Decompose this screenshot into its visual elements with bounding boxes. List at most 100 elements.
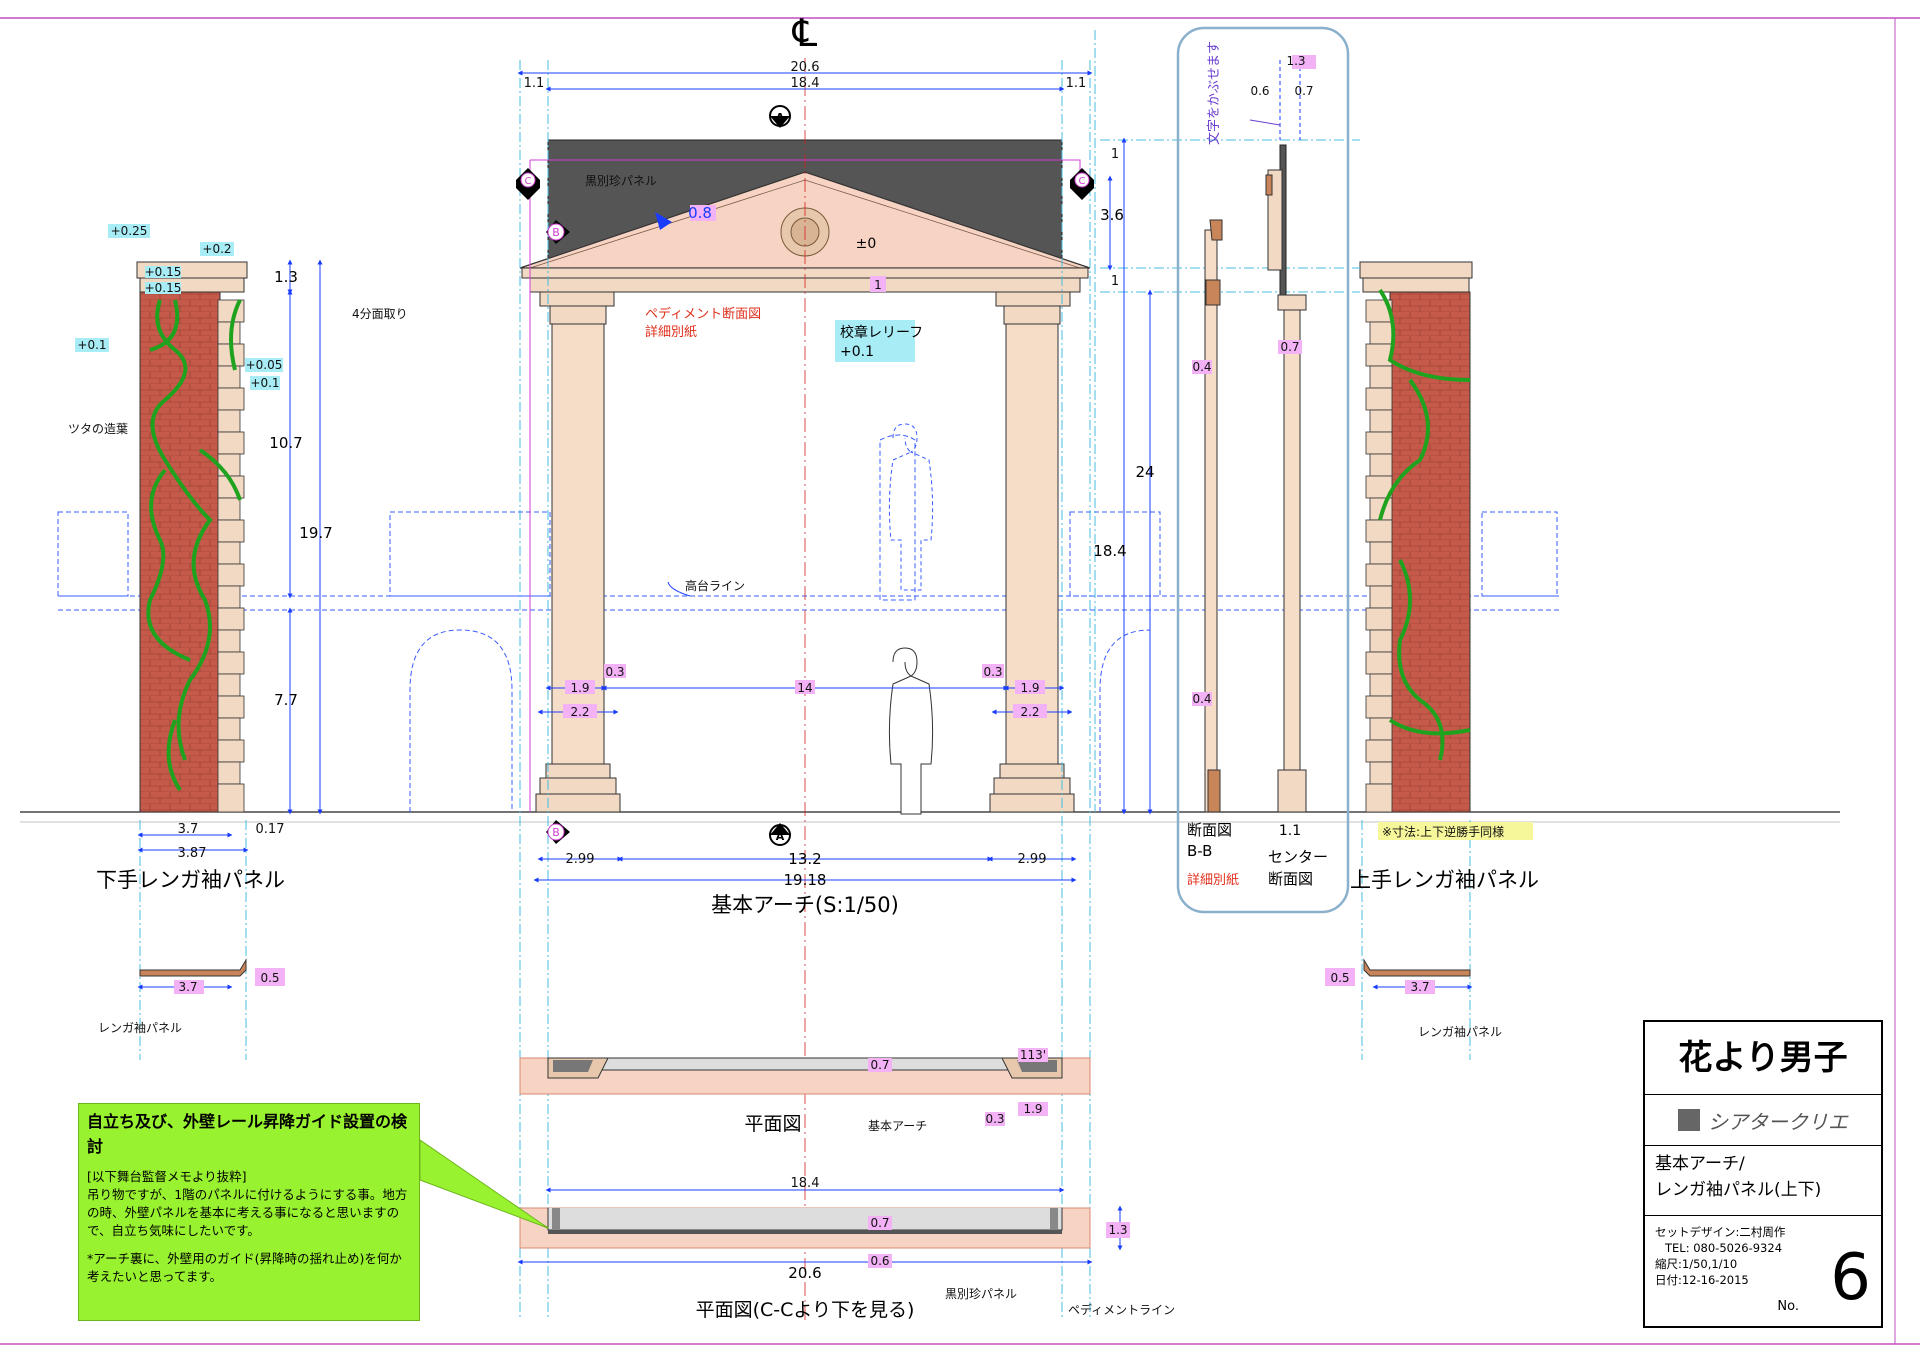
dim-plan-w-left: 3.7: [178, 980, 197, 994]
title-left-panel: 下手レンガ袖パネル: [96, 868, 285, 892]
label-section-bb: 断面図: [1187, 821, 1232, 839]
label-chamfer: 4分面取り: [352, 307, 408, 321]
label-pediment-line: ペディメントライン: [1068, 1302, 1175, 1317]
drawing-info: セットデザイン:二村周作 TEL: 080-5026-9324 縮尺:1/50,…: [1645, 1216, 1881, 1328]
tag-l02: +0.2: [202, 242, 231, 256]
dim-sec-top: 1.3: [1286, 54, 1305, 68]
scale: 縮尺:1/50,1/10: [1655, 1257, 1738, 1272]
tag-l01: +0.1: [77, 338, 106, 352]
left-column: [535, 291, 621, 813]
note-body-2: *アーチ裏に、外壁用のガイド(昇降時の揺れ止め)を何か考えたいと思ってます。: [87, 1251, 402, 1285]
relief-plus: ±0: [856, 236, 877, 252]
designer: セットデザイン:二村周作: [1655, 1225, 1786, 1239]
note-pointer: [419, 1139, 549, 1229]
label-brick-panel: レンガ袖パネル: [98, 1020, 182, 1035]
title-right-panel: 上手レンガ袖パネル: [1350, 868, 1539, 892]
company-name: シアタークリエ: [1708, 1109, 1848, 1134]
plan-view-2: [519, 1207, 1091, 1249]
dim-left-wall-b: 10.7: [269, 434, 302, 452]
number-label: No.: [1777, 1298, 1799, 1314]
dim-pediment-slope: 0.8: [688, 204, 712, 222]
centerline-mark: ℄: [792, 11, 818, 55]
section-center: [1265, 144, 1307, 813]
tag-l01b: +0.1: [250, 376, 279, 390]
label-bb: B-B: [1187, 842, 1212, 860]
dim-plan1-a: 0.7: [870, 1058, 889, 1072]
label-kuro-panel-2: 黒別珍パネル: [945, 1287, 1017, 1301]
tag-l015a: +0.15: [145, 265, 182, 279]
title-block: 花より男子 シアタークリエ 基本アーチ/ レンガ袖パネル(上下) セットデザイン…: [1643, 1020, 1883, 1328]
label-detail: 詳細別紙: [645, 324, 697, 340]
stage-manager-note: 自立ち及び、外壁レール昇降ガイド設置の検討 [以下舞台監督メモより抜粋] 吊り物…: [78, 1103, 420, 1321]
dim-sec-f: 1.1: [1279, 823, 1301, 839]
drawing-name: 基本アーチ/ レンガ袖パネル(上下): [1645, 1146, 1881, 1216]
dim-plan2-b: 0.6: [870, 1254, 889, 1268]
dim-top-side-right: 1.1: [1066, 76, 1087, 91]
dim-left-width: 3.7: [178, 822, 199, 837]
cyan-tags: [75, 224, 915, 390]
person-outline: [888, 647, 934, 815]
dim-bottom-total: 19.18: [784, 871, 827, 889]
dim-bottom-mid: 13.2: [788, 850, 821, 868]
dim-opening: 14: [797, 681, 812, 695]
dim-sec-e: 0.7: [1280, 340, 1299, 354]
label-brick-panel-right: レンガ袖パネル: [1418, 1024, 1502, 1039]
platform-leader: [667, 581, 691, 597]
dim-left-wall-total: 19.7: [299, 524, 332, 542]
label-basic-arch: 基本アーチ: [868, 1119, 927, 1133]
date: 日付:12-16-2015: [1655, 1273, 1749, 1288]
dim-plan2-total: 20.6: [788, 1264, 821, 1282]
marker-b-top: B: [552, 226, 560, 239]
dim-pediment-top: 1: [1111, 147, 1119, 162]
label-center-section: センター: [1268, 848, 1328, 866]
background-wall: [57, 434, 1560, 812]
dim-col-w-right: 1.9: [1020, 681, 1039, 695]
dim-col-outer-right: 2.2: [1020, 705, 1039, 719]
dim-plan-w-right: 3.7: [1410, 980, 1429, 994]
dim-bottom-right: 2.99: [1018, 852, 1047, 867]
right-brick-panel: [1359, 261, 1473, 813]
telephone: TEL: 080-5026-9324: [1665, 1241, 1783, 1256]
dim-col-gap-right: 0.3: [983, 665, 1002, 679]
vertical-text-leader: [1249, 119, 1281, 126]
right-column: [989, 291, 1075, 813]
dim-sec-b: 0.7: [1294, 84, 1313, 98]
dim-total-height: 24: [1135, 463, 1154, 481]
dim-plan-t-right: 0.5: [1330, 971, 1349, 985]
label-vertical-text: 文字をかぶせます: [1207, 41, 1222, 145]
dim-pediment-height: 3.6: [1100, 206, 1124, 224]
label-relief-plus: +0.1: [840, 344, 874, 360]
marker-c-right: C: [1079, 176, 1086, 187]
marker-a-top: A: [776, 111, 785, 124]
dim-left-width-2: 3.87: [178, 846, 207, 861]
marker-a-bottom: A: [776, 830, 785, 843]
note-heading: 自立ち及び、外壁レール昇降ガイド設置の検討: [87, 1112, 408, 1156]
label-kuro-panel: 黒別珍パネル: [585, 174, 657, 188]
show-title: 花より男子: [1645, 1022, 1881, 1095]
marker-c-left: C: [525, 176, 532, 187]
dim-col-w-left: 1.9: [570, 681, 589, 695]
drawing-name-line-2: レンガ袖パネル(上下): [1655, 1179, 1822, 1200]
dim-top-total: 20.6: [791, 60, 820, 75]
left-brick-panel: [136, 261, 248, 813]
tag-l025: +0.25: [111, 224, 148, 238]
dim-sec-c: 0.4: [1192, 360, 1211, 374]
label-detail-2: 詳細別紙: [1187, 872, 1239, 888]
dim-relief-depth: 1: [874, 278, 882, 292]
dim-left-wall-c: 7.7: [274, 691, 298, 709]
note-body: 吊り物ですが、1階のパネルに付けるようにする事。地方の時、外壁パネルを基本に考え…: [87, 1186, 408, 1238]
tag-l015b: +0.15: [145, 281, 182, 295]
note-dim-bg: [1378, 822, 1533, 840]
dim-pediment-base: 1: [1111, 274, 1119, 289]
title-plan-cc: 平面図(C-Cより下を見る): [696, 1299, 915, 1321]
dim-column-height: 18.4: [1093, 542, 1126, 560]
dim-plan1-c: 0.3: [985, 1112, 1004, 1126]
dim-plan2-a: 0.7: [870, 1216, 889, 1230]
marker-b-bottom: B: [552, 826, 560, 839]
dim-plan-t-left: 0.5: [260, 971, 279, 985]
label-platform: 高台ライン: [685, 578, 745, 593]
logo-icon: [1678, 1109, 1700, 1131]
note-sub: [以下舞台監督メモより抜粋]: [87, 1168, 247, 1184]
dim-left-wall-a: 1.3: [274, 268, 298, 286]
